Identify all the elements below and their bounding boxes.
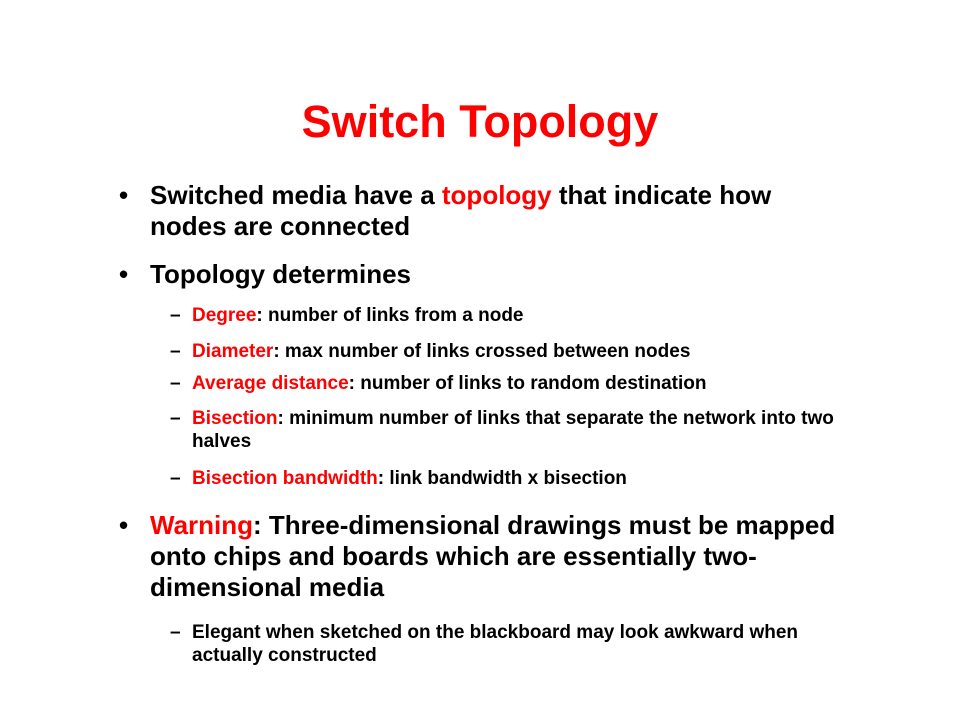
- dash-mark: –: [170, 373, 181, 394]
- bullet-text-after: that indicate how nodes are connected: [150, 180, 772, 241]
- dash-mark: –: [170, 468, 181, 489]
- sub-item-rest: : number of links from a node: [256, 305, 524, 326]
- sub-item-rest: : max number of links crossed between no…: [273, 341, 691, 362]
- sub-item-rest: : number of links to random destination: [348, 373, 707, 394]
- sub-item-text: Average distance: number of links to ran…: [192, 372, 850, 395]
- sub-item-rest: : minimum number of links that separate …: [192, 408, 834, 452]
- slide-title: Switch Topology: [301, 96, 659, 147]
- highlight-warning: Warning: [150, 510, 254, 540]
- bullet-switched-media: • Switched media have a topology that in…: [119, 180, 839, 242]
- sub-item-text: Elegant when sketched on the blackboard …: [192, 622, 799, 666]
- sub-item-bisection-bandwidth: – Bisection bandwidth: link bandwidth x …: [170, 467, 850, 490]
- bullet-text: Warning: Three-dimensional drawings must…: [150, 510, 849, 603]
- sub-item-text: Bisection bandwidth: link bandwidth x bi…: [192, 467, 850, 490]
- bullet-text-rest: : Three-dimensional drawings must be map…: [150, 510, 836, 602]
- term-average-distance: Average distance: [192, 373, 349, 394]
- bullet-mark: •: [119, 510, 129, 540]
- sub-item-diameter: – Diameter: max number of links crossed …: [170, 340, 850, 363]
- term-bisection-bandwidth: Bisection bandwidth: [192, 468, 378, 489]
- bullet-text-before: Switched media have a: [150, 180, 442, 210]
- sub-item-bisection: – Bisection: minimum number of links tha…: [170, 407, 850, 453]
- sub-item-text: Diameter: max number of links crossed be…: [192, 340, 850, 363]
- dash-mark: –: [170, 341, 181, 362]
- sub-item-elegant: – Elegant when sketched on the blackboar…: [170, 621, 850, 667]
- dash-mark: –: [170, 305, 181, 326]
- bullet-mark: •: [119, 259, 129, 289]
- bullet-warning: • Warning: Three-dimensional drawings mu…: [119, 510, 849, 603]
- sub-item-text: Degree: number of links from a node: [192, 304, 850, 327]
- bullet-text: Switched media have a topology that indi…: [150, 180, 839, 242]
- bullet-text: Topology determines: [150, 259, 411, 289]
- term-degree: Degree: [192, 305, 257, 326]
- sub-item-degree: – Degree: number of links from a node: [170, 304, 850, 327]
- sub-item-text: Bisection: minimum number of links that …: [192, 407, 850, 453]
- bullet-topology-determines: • Topology determines: [119, 259, 839, 290]
- sub-item-rest: : link bandwidth x bisection: [377, 468, 627, 489]
- dash-mark: –: [170, 622, 181, 643]
- sub-item-average-distance: – Average distance: number of links to r…: [170, 372, 850, 395]
- highlight-topology: topology: [441, 180, 552, 210]
- term-diameter: Diameter: [192, 341, 274, 362]
- dash-mark: –: [170, 408, 181, 429]
- term-bisection: Bisection: [192, 408, 278, 429]
- bullet-mark: •: [119, 180, 129, 210]
